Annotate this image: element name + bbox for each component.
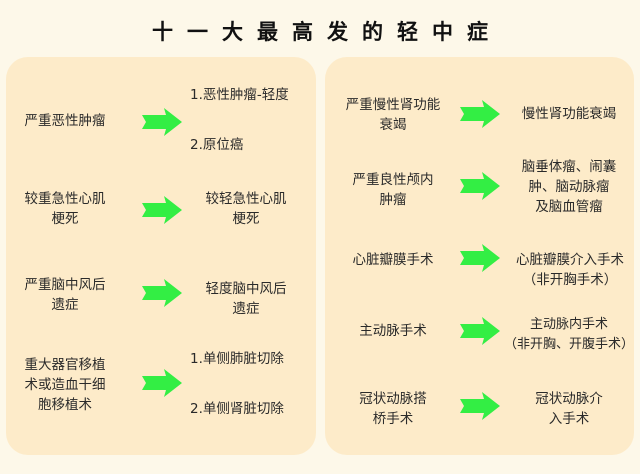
severe-condition: 严重慢性肾功能 衰竭 — [345, 97, 441, 133]
severe-condition: 较重急性心肌 梗死 — [24, 191, 106, 227]
right-panel: 严重慢性肾功能 衰竭 慢性肾功能衰竭 严重良性颅内 肿瘤 脑垂体瘤、闹囊 肿、脑… — [325, 57, 634, 455]
right-arrow-icon — [460, 391, 500, 421]
mild-condition: 心脏瓣膜介入手术 （非开胸手术） — [516, 252, 624, 288]
severe-condition: 重大器官移植 术或造血干细 胞移植术 — [24, 357, 106, 413]
right-arrow-icon — [460, 99, 500, 129]
mild-condition-item: 1.恶性肿瘤-轻度 — [190, 87, 289, 103]
mild-condition-item: 2.单侧肾脏切除 — [190, 401, 284, 417]
mild-condition: 脑垂体瘤、闹囊 肿、脑动脉瘤 及脑血管瘤 — [521, 159, 617, 215]
severe-condition: 严重恶性肿瘤 — [24, 113, 106, 129]
right-arrow-icon — [142, 278, 182, 308]
page-title: 十一大最高发的轻中症 — [152, 20, 502, 44]
right-arrow-icon — [142, 368, 182, 398]
mild-condition: 轻度脑中风后 遗症 — [205, 281, 287, 317]
mild-condition: 冠状动脉介 入手术 — [535, 391, 603, 427]
left-panel: 严重恶性肿瘤 1.恶性肿瘤-轻度 2.原位癌 较重急性心肌 梗死 较轻急性心肌 … — [6, 57, 316, 455]
mild-condition: 慢性肾功能衰竭 — [521, 106, 617, 122]
severe-condition: 严重脑中风后 遗症 — [24, 277, 106, 313]
right-arrow-icon — [460, 316, 500, 346]
mild-condition-item: 1.单侧肺脏切除 — [190, 351, 284, 367]
severe-condition: 严重良性颅内 肿瘤 — [352, 172, 434, 208]
right-arrow-icon — [460, 243, 500, 273]
severe-condition: 心脏瓣膜手术 — [352, 252, 434, 268]
mild-condition: 较轻急性心肌 梗死 — [205, 191, 287, 227]
mild-condition-item: 2.原位癌 — [190, 137, 244, 153]
severe-condition: 主动脉手术 — [359, 323, 427, 339]
right-arrow-icon — [142, 107, 182, 137]
right-arrow-icon — [460, 171, 500, 201]
right-arrow-icon — [142, 195, 182, 225]
severe-condition: 冠状动脉搭 桥手术 — [359, 391, 427, 427]
mild-condition: 主动脉内手术 （非开胸、开腹手术） — [503, 317, 634, 352]
